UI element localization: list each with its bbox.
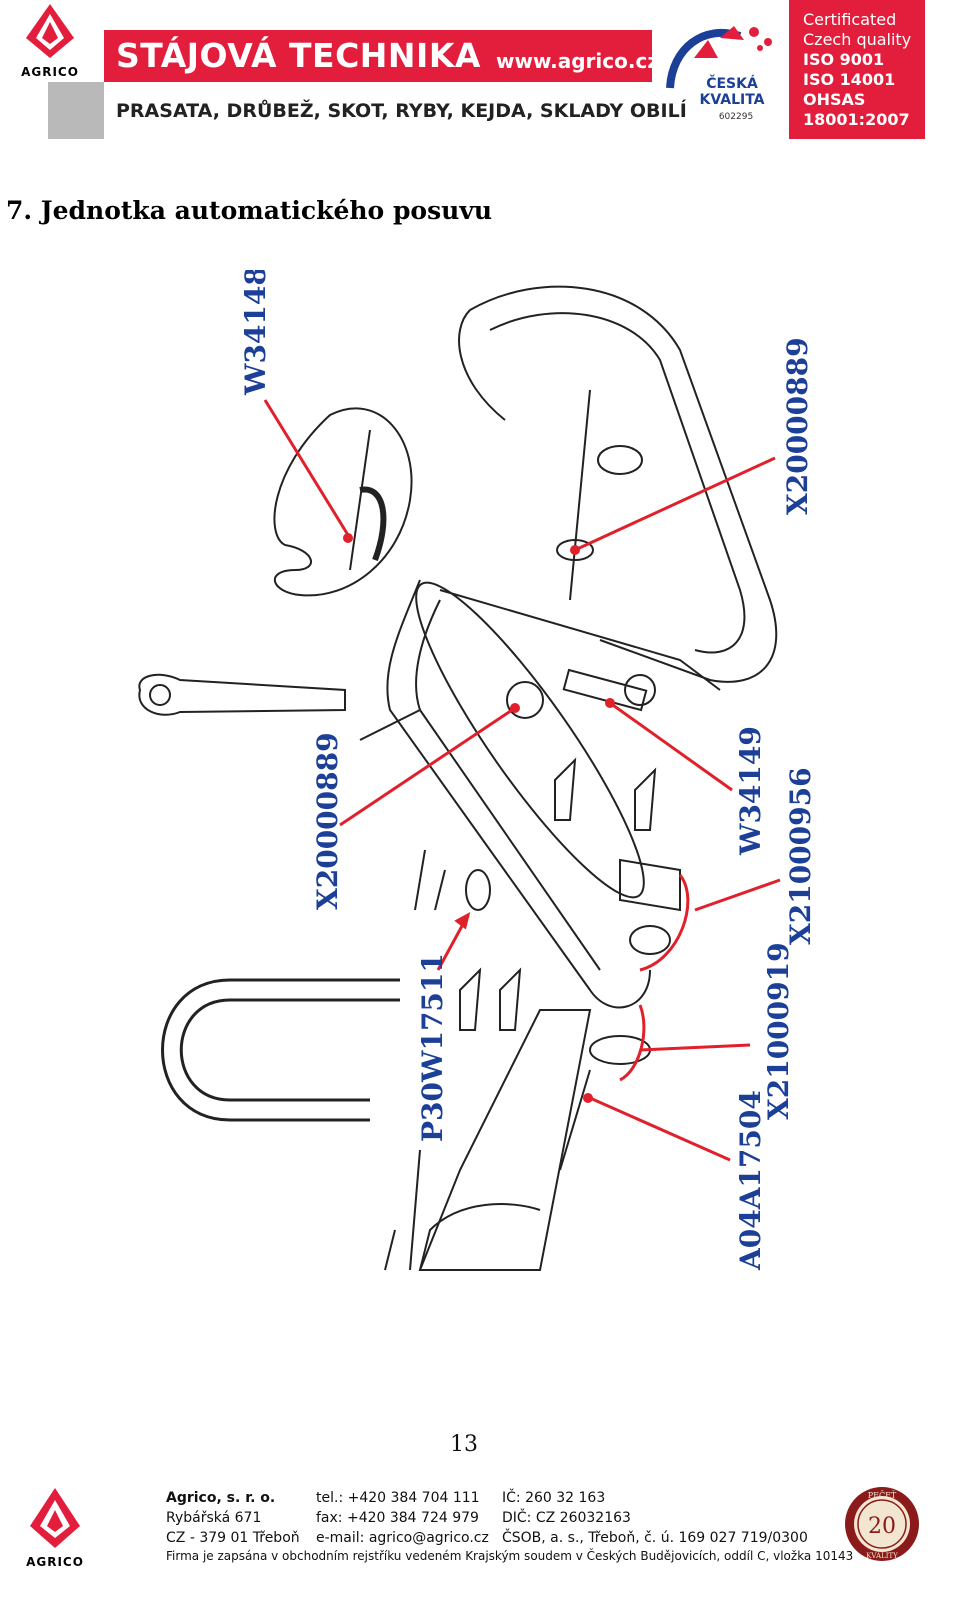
sprocket: [465, 869, 491, 911]
cert-line: 18001:2007: [803, 110, 910, 129]
footer-fax: fax: +420 384 724 979: [316, 1510, 479, 1526]
diagram-line-art: [138, 285, 778, 1271]
header-gray-block: [48, 82, 104, 139]
page-number: 13: [450, 1432, 478, 1457]
label-a04a17504: A04A17504: [734, 1090, 767, 1271]
label-p30w17511: P30W17511: [416, 953, 449, 1142]
ck-line1: ČESKÁ: [706, 74, 758, 92]
footer-registry-note: Firma je zapsána v obchodním rejstříku v…: [166, 1549, 854, 1563]
certification-text: Certificated Czech quality ISO 9001 ISO …: [803, 10, 911, 130]
footer-address: Agrico, s. r. o. Rybářská 671 CZ - 379 0…: [166, 1488, 300, 1548]
footer-dic: DIČ: CZ 26032163: [502, 1510, 631, 1526]
footer-tel: tel.: +420 384 704 111: [316, 1490, 480, 1506]
wrench: [138, 673, 346, 716]
banner-title: STÁJOVÁ TECHNIKA: [116, 36, 481, 75]
footer-registration: IČ: 260 32 163 DIČ: CZ 26032163 ČSOB, a.…: [502, 1488, 808, 1548]
header-subtitle: PRASATA, DRŮBEŽ, SKOT, RYBY, KEJDA, SKLA…: [116, 100, 687, 122]
u-bar: [161, 978, 400, 1122]
cert-line: ISO 14001: [803, 70, 896, 89]
seal-bottom-text: KVALITY: [866, 1552, 898, 1560]
ceska-kvalita-logo: ČESKÁ KVALITA 602295: [664, 18, 784, 124]
agrico-logo: AGRICO: [0, 0, 100, 82]
seal-number: 20: [868, 1514, 896, 1539]
ck-number: 602295: [719, 112, 753, 122]
agrico-footer-text: AGRICO: [26, 1555, 84, 1569]
footer-street: Rybářská 671: [166, 1510, 262, 1526]
seal-top-text: PEČEŤ: [868, 1491, 897, 1500]
cert-line: OHSAS: [803, 90, 866, 109]
cert-line: Certificated: [803, 10, 897, 29]
label-x20000889-left: X20000889: [311, 732, 344, 910]
footer-company: Agrico, s. r. o.: [166, 1490, 276, 1506]
ck-line2: KVALITA: [700, 92, 765, 108]
agrico-logo-text: AGRICO: [21, 65, 79, 79]
header-banner: [104, 30, 652, 82]
footer-ic: IČ: 260 32 163: [502, 1490, 606, 1506]
detail-bubble: [273, 407, 413, 597]
label-x21000956: X21000956: [784, 767, 817, 945]
label-w34148: W34148: [239, 270, 272, 396]
footer-email[interactable]: e-mail: agrico@agrico.cz: [316, 1530, 489, 1546]
chain-frame: [386, 579, 651, 1009]
upper-housing: [469, 285, 778, 683]
certification-box: [789, 0, 925, 139]
leader-lines: [263, 399, 781, 1162]
footer-contact: tel.: +420 384 704 111 fax: +420 384 724…: [316, 1488, 489, 1548]
gearbox: [418, 1009, 592, 1271]
cert-line: Czech quality: [803, 30, 912, 49]
label-x21000919: X21000919: [762, 942, 795, 1120]
agrico-logo-footer: AGRICO: [0, 1482, 110, 1572]
banner-website: www.agrico.cz: [496, 49, 659, 73]
footer-bank: ČSOB, a. s., Třeboň, č. ú. 169 027 719/0…: [502, 1530, 808, 1546]
label-x20000889-top: X20000889: [781, 337, 814, 515]
footer-city: CZ - 379 01 Třeboň: [166, 1530, 300, 1546]
exploded-parts-diagram: W34148 X20000889 X20000889 W34149 X21000…: [120, 266, 840, 1300]
section-heading: 7. Jednotka automatického posuvu: [6, 196, 493, 225]
cert-line: ISO 9001: [803, 50, 885, 69]
label-w34149: W34149: [734, 726, 767, 856]
quality-seal-icon: PEČEŤ 20 KVALITY: [842, 1484, 922, 1564]
